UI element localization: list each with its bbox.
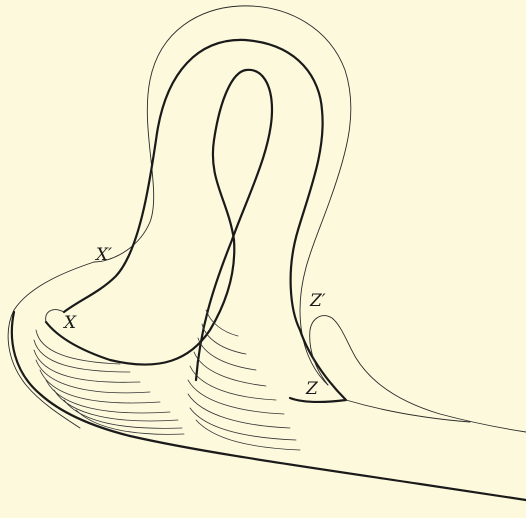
bottom-base-thick bbox=[12, 312, 526, 500]
label-z: Z bbox=[305, 379, 319, 399]
inner-fold-thin bbox=[46, 310, 64, 322]
label-x-prime: X′ bbox=[94, 245, 112, 265]
z-prime-curl bbox=[310, 316, 526, 432]
z-side-thick bbox=[290, 330, 346, 402]
left-hatching bbox=[34, 330, 184, 434]
inner-fold-thick bbox=[46, 70, 272, 380]
label-x: X bbox=[62, 313, 77, 333]
label-z-prime: Z′ bbox=[309, 291, 326, 311]
lower-right-edge bbox=[346, 400, 470, 422]
loop-inner-edge-thick bbox=[64, 40, 323, 330]
middle-hatching bbox=[188, 310, 300, 450]
